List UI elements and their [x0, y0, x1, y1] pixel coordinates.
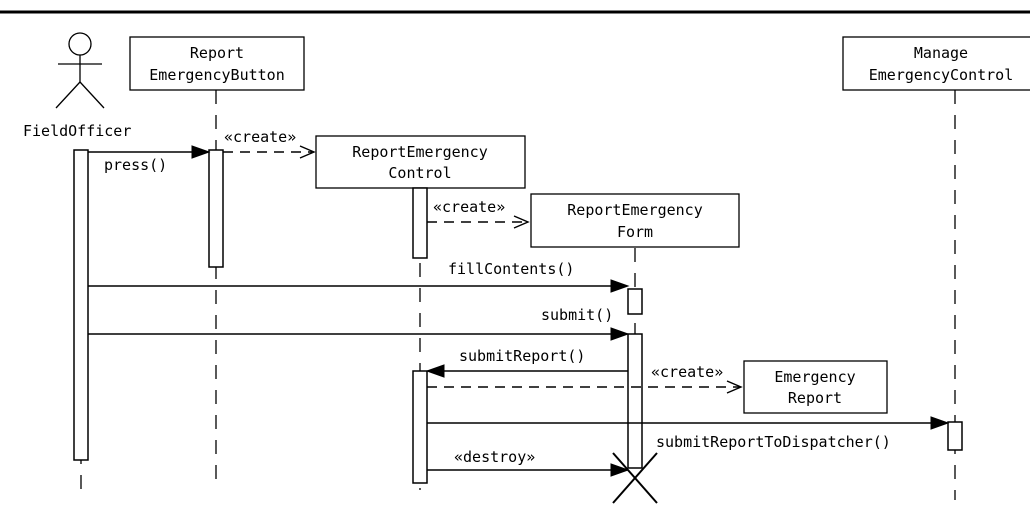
object-label-line2: Form: [617, 223, 653, 241]
message-submit-report: submitReport(): [425, 347, 628, 378]
message-label: submitReportToDispatcher(): [656, 433, 891, 451]
object-report-emergency-control: ReportEmergency Control: [315, 135, 526, 189]
actor-leg-right: [79, 81, 105, 109]
actor-head: [68, 32, 92, 56]
message-label: «create»: [651, 363, 723, 381]
activation-manage-emergency-control: [947, 421, 963, 451]
arrowhead-filled: [610, 279, 630, 293]
message-label: «create»: [433, 198, 505, 216]
object-label-line1: ReportEmergency: [352, 143, 487, 161]
message-label: fillContents(): [448, 260, 574, 278]
message-submit: submit(): [88, 306, 630, 341]
actor-name: FieldOfficer: [23, 122, 131, 140]
message-label: submit(): [541, 306, 613, 324]
message-fill-contents: fillContents(): [88, 260, 630, 293]
activation-field-officer: [73, 149, 89, 461]
object-label-line1: Report: [190, 44, 244, 62]
object-report-emergency-button: Report EmergencyButton: [129, 36, 305, 91]
arrowhead-filled: [930, 416, 950, 430]
activation-report-emergency-button: [208, 149, 224, 268]
arrowhead-open: [513, 215, 530, 229]
activation-report-emergency-form-1: [627, 288, 643, 315]
object-label-line2: EmergencyControl: [869, 66, 1014, 84]
arrowhead-filled: [610, 327, 630, 341]
actor-leg-left: [55, 81, 81, 109]
message-create-control: «create»: [223, 128, 316, 159]
message-destroy: «destroy»: [427, 448, 630, 477]
message-label: «create»: [224, 128, 296, 146]
message-create-form: «create»: [427, 198, 530, 229]
activation-report-emergency-control-1: [412, 187, 428, 259]
object-label-line2: EmergencyButton: [149, 66, 284, 84]
object-label-line2: Report: [788, 389, 842, 407]
object-label-line2: Control: [388, 164, 451, 182]
object-emergency-report: Emergency Report: [743, 360, 888, 414]
message-label: submitReport(): [459, 347, 585, 365]
arrowhead-open: [299, 145, 316, 159]
arrowhead-filled: [191, 145, 211, 159]
message-label: press(): [104, 156, 167, 174]
object-label-line1: Manage: [914, 44, 968, 62]
message-create-report: «create»: [427, 363, 743, 394]
destroy-x-icon: [612, 452, 658, 504]
actor-field-officer: FieldOfficer: [23, 32, 131, 140]
object-report-emergency-form: ReportEmergency Form: [530, 193, 740, 248]
message-submit-report-to-dispatcher: submitReportToDispatcher(): [427, 416, 950, 451]
arrowhead-open: [726, 380, 743, 394]
object-label-line1: Emergency: [774, 368, 855, 386]
object-label-line1: ReportEmergency: [567, 201, 702, 219]
activation-report-emergency-control-2: [412, 370, 428, 484]
object-manage-emergency-control: Manage EmergencyControl: [842, 36, 1030, 91]
message-press: press(): [88, 145, 211, 174]
arrowhead-filled: [425, 364, 445, 378]
activation-report-emergency-form-2: [627, 333, 643, 469]
message-label: «destroy»: [454, 448, 535, 466]
arrowhead-filled: [610, 463, 630, 477]
